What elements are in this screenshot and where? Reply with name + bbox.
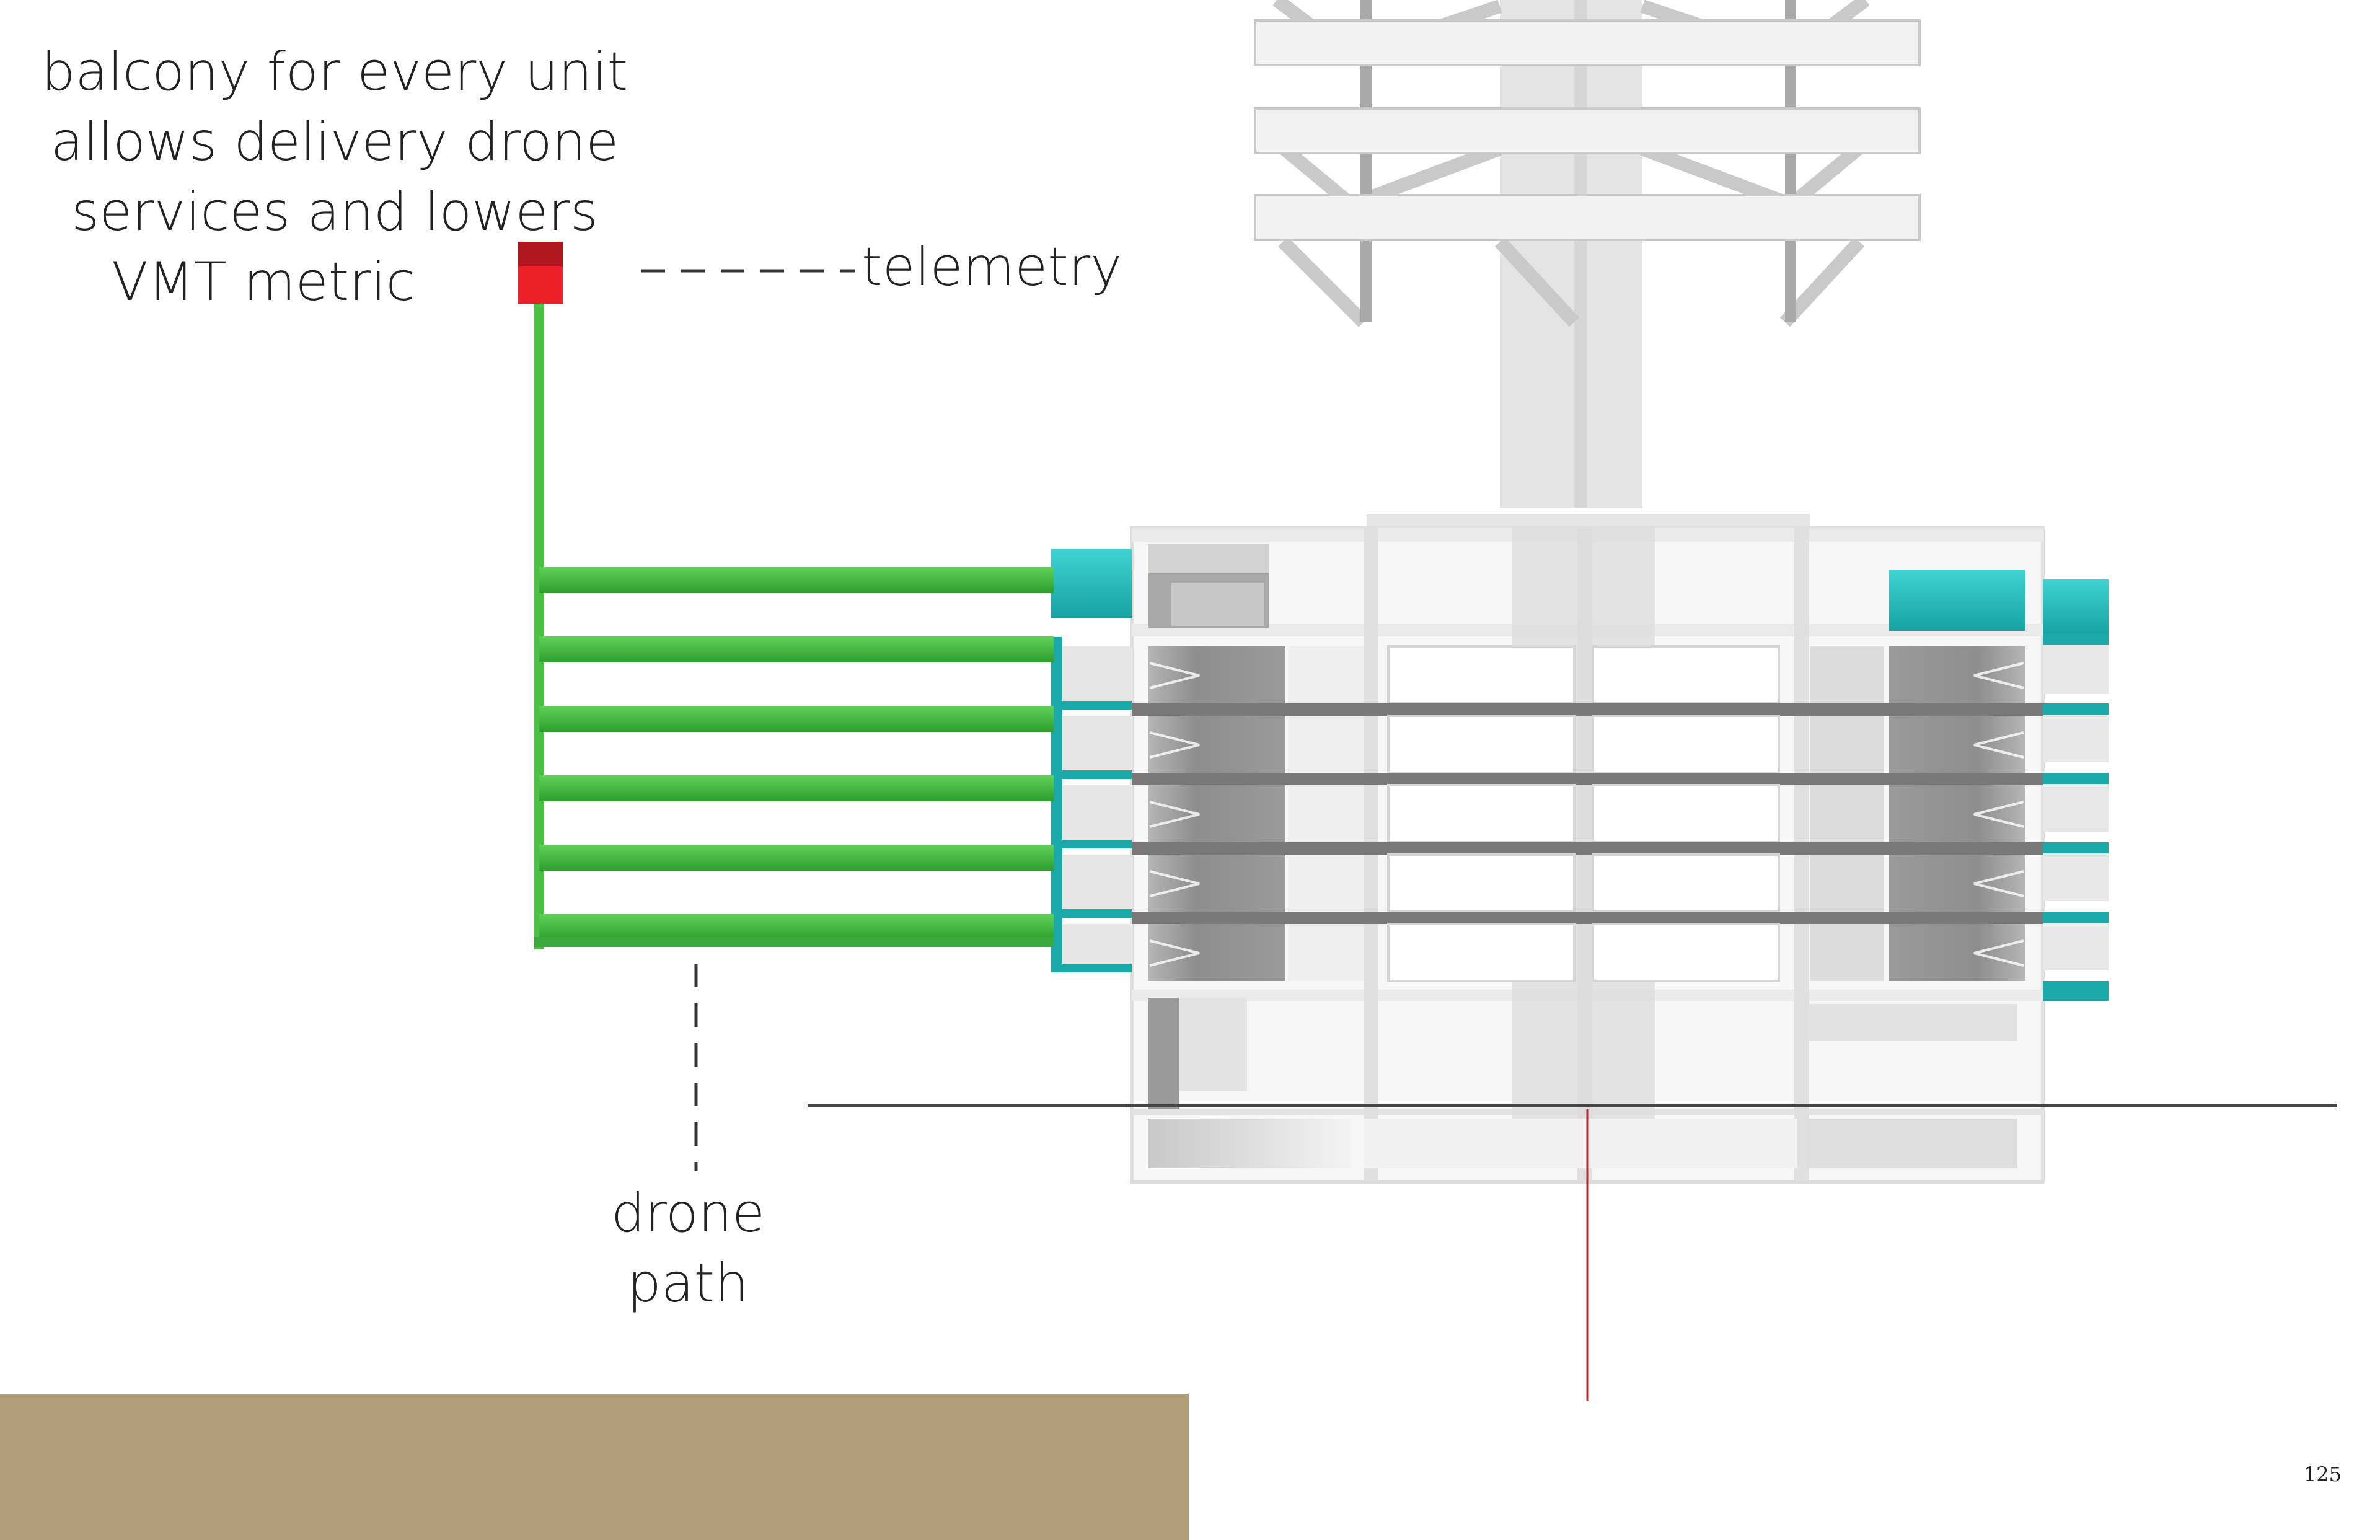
floor-1 bbox=[1132, 645, 2043, 716]
floor-3 bbox=[1132, 784, 2043, 855]
balcony-caption-line: VMT metric bbox=[112, 251, 415, 313]
page-number: 125 bbox=[2303, 1463, 2342, 1486]
left-balconies bbox=[1051, 549, 1132, 972]
telemetry-label: telemetry bbox=[862, 236, 1122, 298]
balcony-caption-line: balcony for every unit bbox=[41, 41, 628, 103]
drone-path-label-line: drone bbox=[610, 1182, 765, 1244]
balcony-caption-line: services and lowers bbox=[71, 181, 598, 243]
residential-floors bbox=[1132, 645, 2043, 982]
right-balconies bbox=[2043, 579, 2109, 1001]
drone-path-label-line: path bbox=[627, 1252, 749, 1314]
floor-5 bbox=[1148, 923, 2025, 982]
balcony-caption: balcony for every unit allows delivery d… bbox=[37, 37, 632, 317]
telemetry-beacon bbox=[518, 242, 563, 304]
footer-color-band bbox=[0, 1394, 1189, 1540]
drone-path-label: drone path bbox=[576, 1179, 800, 1319]
floor-4 bbox=[1132, 853, 2043, 924]
floor-2 bbox=[1132, 715, 2043, 785]
upper-tower-structure bbox=[1254, 0, 1921, 508]
drone-path bbox=[534, 297, 1054, 949]
tower-floor-plates bbox=[1254, 19, 1921, 241]
balcony-caption-line: allows delivery drone bbox=[50, 111, 619, 173]
